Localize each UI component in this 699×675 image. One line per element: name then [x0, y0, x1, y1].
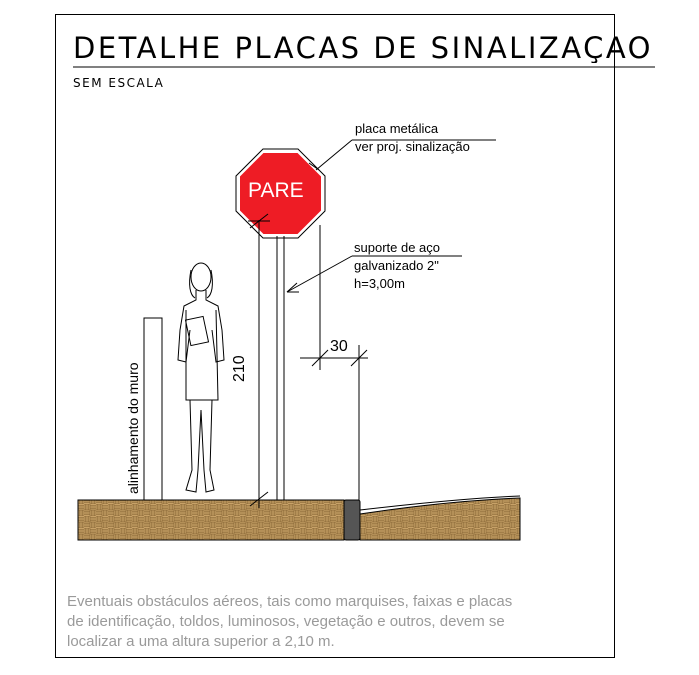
note-line-3: localizar a uma altura superior a 2,10 m… [67, 633, 335, 650]
note-text: Eventuais obstáculos aéreos, tais como m… [67, 592, 607, 652]
support-label-line3: h=3,00m [354, 276, 405, 291]
plate-leader [308, 139, 496, 171]
plate-label-line1: placa metálica [355, 121, 439, 136]
offset-dimension-value: 30 [330, 338, 348, 355]
note-line-1: Eventuais obstáculos aéreos, tais como m… [67, 593, 513, 610]
curb [343, 499, 361, 541]
stop-sign [235, 148, 326, 239]
support-leader [286, 255, 462, 293]
drawing-title: DETALHE PLACAS DE SINALIZAÇÃO [73, 31, 653, 65]
height-dimension [248, 213, 270, 508]
height-dimension-value: 210 [231, 355, 248, 382]
drawing-subtitle: SEM ESCALA [73, 76, 165, 90]
wall-alignment-label: alinhamento do muro [125, 362, 141, 494]
support-label-line1: suporte de aço [354, 240, 441, 255]
stop-sign-text: PARE [248, 179, 304, 202]
support-label-line2: galvanizado 2" [354, 258, 439, 273]
wall [143, 317, 163, 501]
drawing-frame [55, 14, 615, 658]
ground [77, 495, 521, 541]
title-clip: DETALHE PLACAS DE SINALIZAÇÃO [0, 0, 655, 80]
note-line-2: de identificação, toldos, luminosos, veg… [67, 613, 505, 630]
sign-post [276, 220, 285, 500]
person-figure [177, 262, 225, 493]
plate-label-line2: ver proj. sinalização [355, 139, 470, 154]
offset-dimension [300, 225, 368, 500]
